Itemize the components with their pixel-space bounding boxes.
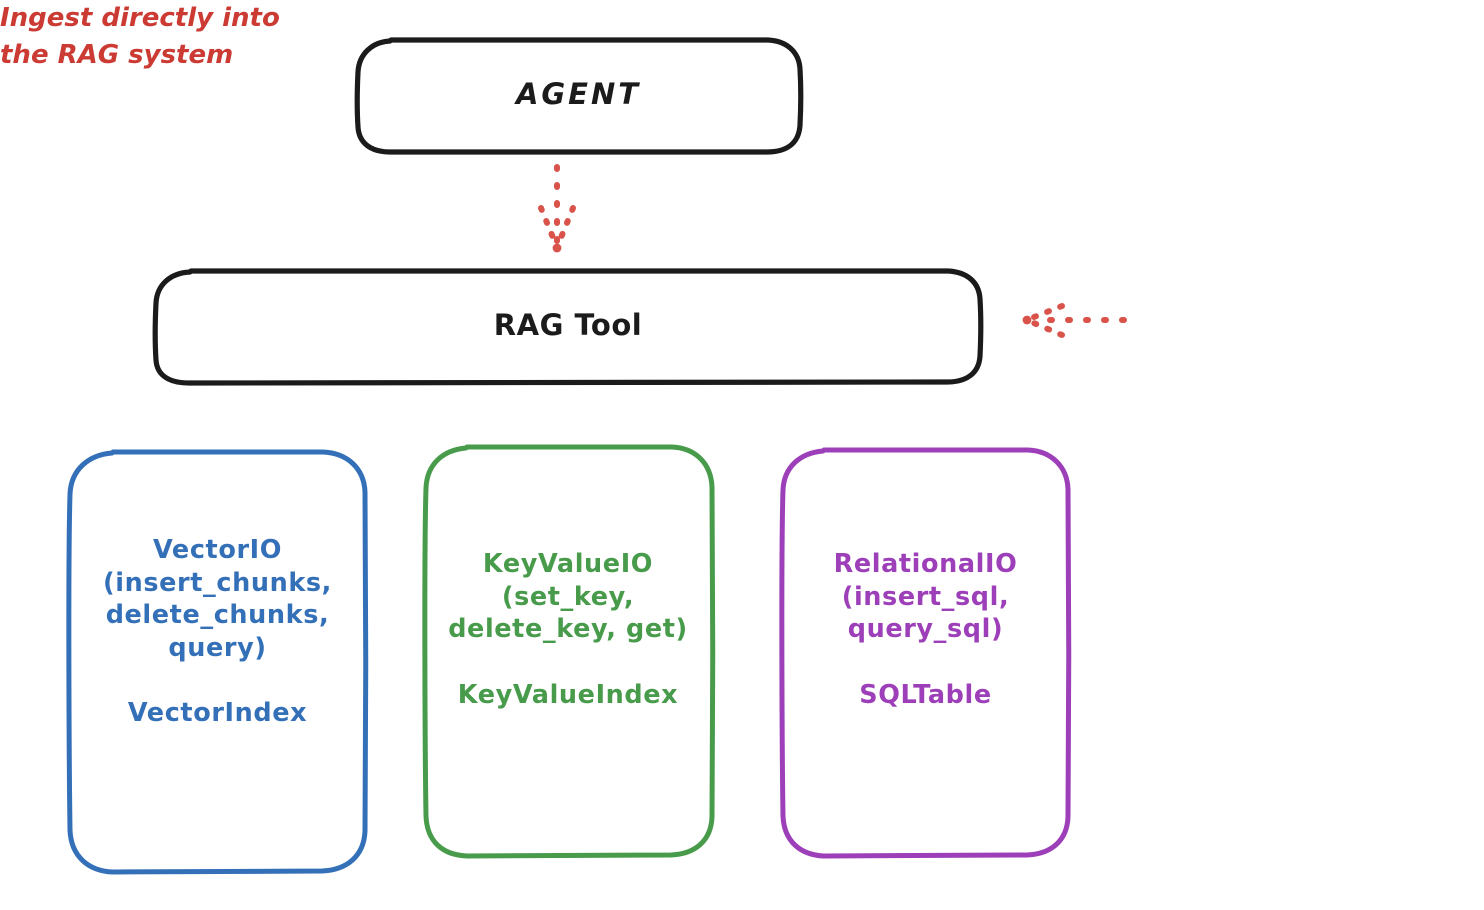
rag-tool-node-outline	[152, 268, 984, 386]
agent-to-rag-arrowhead-right	[555, 205, 576, 248]
vector-io-node[interactable]	[66, 449, 369, 875]
rag-tool-node[interactable]	[152, 268, 984, 386]
agent-node-label: AGENT	[515, 77, 642, 111]
annotation-connector	[1022, 303, 1127, 338]
key-value-io-node-label: KeyValueIO (set_key, delete_key, get) Ke…	[448, 549, 688, 710]
key-value-io-node[interactable]	[422, 444, 716, 859]
relational-io-node[interactable]	[779, 447, 1072, 859]
agent-node-outline	[354, 37, 804, 155]
annotation-arrowhead-top	[1026, 303, 1065, 322]
agent-to-rag-arrowhead-left	[538, 205, 559, 248]
ingest-annotation-label: Ingest directly into the RAG system	[0, 3, 280, 70]
agent-to-rag-arrow-tip	[552, 243, 562, 253]
rag-tool-node-label: RAG Tool	[493, 308, 643, 342]
key-value-io-node-outline	[422, 444, 716, 859]
agent-to-rag-connector	[538, 164, 576, 253]
annotation-arrow-tip	[1022, 315, 1032, 325]
annotation-arrowhead-bottom	[1026, 318, 1065, 338]
vector-io-node-label: VectorIO (insert_chunks, delete_chunks, …	[103, 535, 332, 729]
agent-node[interactable]	[354, 37, 804, 155]
relational-io-node-outline	[779, 447, 1072, 859]
relational-io-node-label: RelationalIO (insert_sql, query_sql) SQL…	[833, 549, 1018, 710]
vector-io-node-outline	[66, 449, 369, 875]
